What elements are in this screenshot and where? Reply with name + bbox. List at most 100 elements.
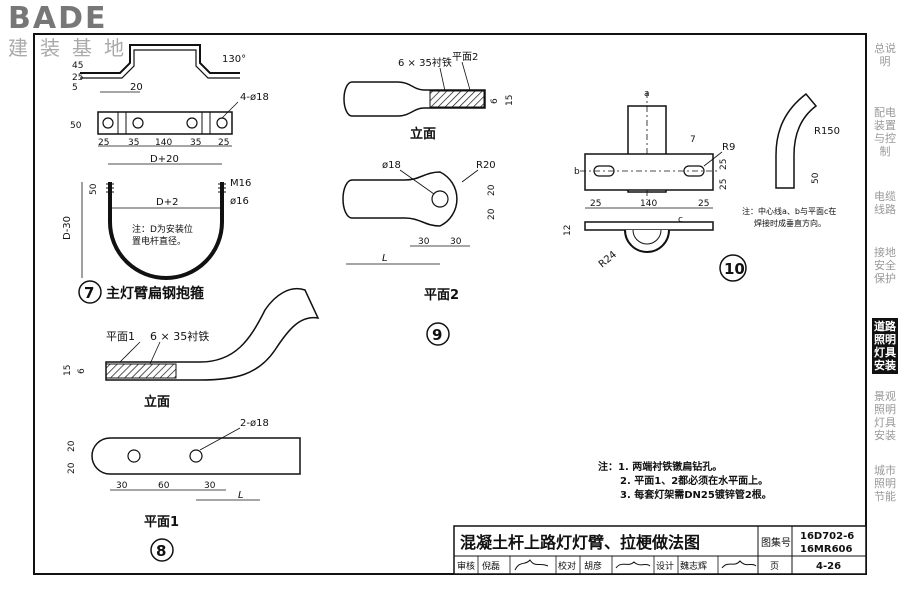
fig9-dim-20b: 20 xyxy=(487,208,497,220)
title-block: 混凝土杆上路灯灯臂、拉梗做法图 图集号 16D702-6 16MR606 审核 … xyxy=(453,525,867,575)
fig9-phi18-label: ø18 xyxy=(382,160,401,171)
sidebar-item-energy[interactable]: 城市照明节能 xyxy=(874,464,896,503)
fig9-caption-number: 9 xyxy=(432,326,442,344)
fig10-caption-number: 10 xyxy=(724,260,745,278)
fig9-dim-l1: L xyxy=(382,253,388,264)
figure-9: 6 × 35衬铁 平面2 6 15 立面 ø18 R20 20 20 30 30… xyxy=(342,52,515,346)
fig10-note-line-2: 焊接时成垂直方向。 xyxy=(754,218,826,228)
fig7-dim-140: 140 xyxy=(155,138,172,148)
fig9-plan-label: 平面2 xyxy=(424,288,459,303)
fig7-u-bolt-inner xyxy=(113,182,219,275)
fig7-dim-20: 20 xyxy=(130,82,143,93)
fig8-callout-plane: 平面1 xyxy=(106,330,135,343)
fig10-lower-flat xyxy=(584,221,714,231)
fig7-strap-profile-inner xyxy=(80,49,240,79)
fig10-label-r24: R24 xyxy=(597,249,619,270)
fig8-dim-20a: 20 xyxy=(67,440,77,452)
fig8-dim-l1: L xyxy=(238,490,244,501)
fig10-note-line-1: 注：中心线a、b与平面c在 xyxy=(742,206,836,216)
fig7-dim-35b: 35 xyxy=(190,138,201,148)
fig9-plan-hole xyxy=(431,190,449,208)
fig7-caption-number: 7 xyxy=(84,284,94,302)
figure-8: 平面1 6 × 35衬铁 15 6 立面 2-ø18 20 20 30 60 3… xyxy=(63,288,320,562)
fig10-label-12: 12 xyxy=(563,225,573,236)
reviewer-signature xyxy=(514,559,549,571)
designer-signature xyxy=(721,560,757,569)
figure-10: a b R9 7 25 25 25 140 25 c 12 R24 R150 5… xyxy=(563,89,840,282)
fig8-plan-label: 平面1 xyxy=(144,515,179,530)
fig7-holes-label: 4-ø18 xyxy=(240,92,269,103)
general-note-3: 3. 每套灯架需DN25镀锌管2根。 xyxy=(620,488,772,501)
fig7-phi16-label: ø16 xyxy=(230,196,249,207)
fig8-dim-60: 60 xyxy=(158,481,170,491)
fig10-label-25d: 25 xyxy=(698,199,709,209)
general-note-2: 2. 平面1、2都必须在水平面上。 xyxy=(620,474,768,487)
fig7-dim-50-u: 50 xyxy=(89,183,99,195)
fig8-callout-iron: 6 × 35衬铁 xyxy=(150,330,209,343)
fig7-threads xyxy=(106,183,226,193)
chapter-sidebar: 总说明 配电装置与控制 电缆线路 接地安全保护 道路照明灯具安装 景观照明灯具安… xyxy=(870,34,900,534)
fig7-hatching xyxy=(117,112,211,134)
fig9-r20-label: R20 xyxy=(476,160,496,171)
sidebar-item-road-lighting[interactable]: 道路照明灯具安装 xyxy=(872,318,898,374)
sidebar-item-cable[interactable]: 电缆线路 xyxy=(874,190,896,216)
sidebar-item-general[interactable]: 总说明 xyxy=(874,42,896,68)
fig8-holes-leader xyxy=(199,427,241,451)
designer-name: 魏志辉 xyxy=(680,560,707,572)
fig10-flat-bar xyxy=(584,153,714,191)
fig7-caption: 主灯臂扁钢抱箍 xyxy=(106,285,204,302)
fig10-label-25b: 25 xyxy=(719,179,729,190)
fig8-dim-30a: 30 xyxy=(116,481,128,491)
fig8-dim-15: 15 xyxy=(63,365,73,376)
title-block-title: 混凝土杆上路灯灯臂、拉梗做法图 xyxy=(460,533,700,552)
fig7-dim-45: 45 xyxy=(72,61,83,71)
fig8-callout-iron-leader xyxy=(149,341,161,365)
fig8-dim-20b: 20 xyxy=(67,462,77,474)
checker-name: 胡彦 xyxy=(584,560,602,572)
fig7-dim-25b: 25 xyxy=(218,138,229,148)
page-label: 页 xyxy=(770,561,779,572)
reviewer-label: 审核 xyxy=(457,560,475,572)
fig7-m16-label: M16 xyxy=(230,178,251,189)
fig7-angle-130: 130° xyxy=(222,54,246,65)
fig10-label-r150: R150 xyxy=(814,126,840,137)
fig7-strap-profile xyxy=(80,44,240,74)
fig7-dim-d-plus-20: D+20 xyxy=(150,154,179,165)
fig9-callout-iron: 6 × 35衬铁 xyxy=(398,56,452,69)
fig8-iron-plate-hatch xyxy=(105,363,177,379)
fig8-plan-bar xyxy=(91,437,301,475)
fig10-curved-tube xyxy=(775,92,818,189)
fig9-elevation-label: 立面 xyxy=(410,126,436,142)
checker-signature xyxy=(615,561,651,569)
fig7-dim-50: 50 xyxy=(70,121,82,131)
fig9-caption-circle xyxy=(426,322,450,346)
fig9-dim-30a: 30 xyxy=(418,237,430,247)
fig7-u-bolt xyxy=(108,182,224,280)
fig8-dim-30b: 30 xyxy=(204,481,216,491)
general-note-1: 注：1. 两端衬铁镦扁钻孔。 xyxy=(598,460,722,473)
fig9-r20-leader xyxy=(461,169,479,183)
reviewer-name: 倪磊 xyxy=(482,560,500,572)
fig10-label-7: 7 xyxy=(690,135,696,145)
fig10-label-25c: 25 xyxy=(590,199,601,209)
sidebar-item-grounding[interactable]: 接地安全保护 xyxy=(874,246,896,285)
fig8-dim-6: 6 xyxy=(77,368,87,374)
title-block-frame xyxy=(453,525,867,575)
fig8-elevation-label: 立面 xyxy=(144,394,170,410)
checker-label: 校对 xyxy=(558,560,576,572)
fig8-holes-label: 2-ø18 xyxy=(240,418,269,429)
fig9-phi18-leader xyxy=(399,169,435,195)
figure-7: 20 5 25 45 130° 4-ø18 50 25 35 140 35 25… xyxy=(62,44,269,304)
fig9-plan-tube xyxy=(342,171,458,227)
sidebar-item-distribution[interactable]: 配电装置与控制 xyxy=(874,106,896,158)
fig7-note-line-2: 置电杆直径。 xyxy=(132,235,186,247)
logo-chinese-text: 建装基地 xyxy=(8,36,136,60)
general-notes: 注：1. 两端衬铁镦扁钻孔。 2. 平面1、2都必须在水平面上。 3. 每套灯架… xyxy=(598,460,772,501)
logo-latin-text: BADE xyxy=(8,1,108,36)
fig10-label-r9: R9 xyxy=(722,142,735,153)
fig8-arm-elevation xyxy=(105,288,320,381)
page-number: 4-26 xyxy=(816,561,841,572)
sidebar-item-landscape[interactable]: 景观照明灯具安装 xyxy=(874,390,896,442)
fig10-label-c: c xyxy=(678,215,683,225)
